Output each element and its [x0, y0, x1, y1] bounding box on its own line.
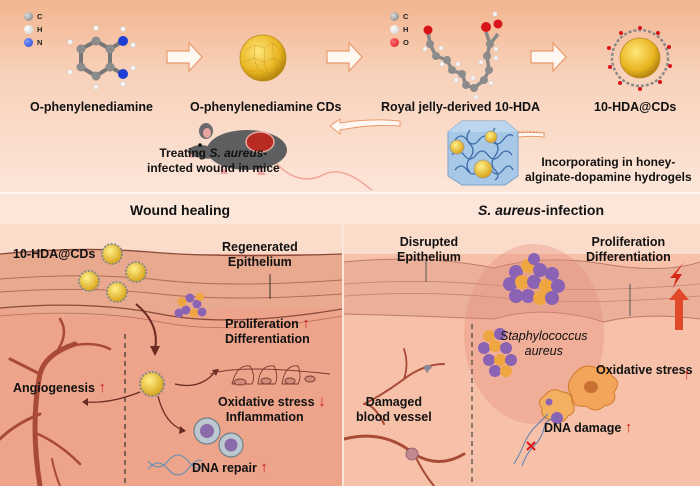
mouse-icon: [187, 123, 374, 190]
oxidative-stress-label: Oxidative stress ↓ Inflammation: [218, 393, 326, 424]
arrow-to-immune-cells-icon: [157, 395, 184, 431]
legend-item-hydrogen: H: [390, 23, 409, 36]
wound-healing-panel: 10-HDA@CDs Regenerated Epithelium Prolif…: [0, 224, 342, 486]
bacteria-cluster-icon: [174, 293, 207, 318]
carbon-atom-icon: [24, 12, 33, 21]
nitrogen-atom-icon: [24, 38, 33, 47]
infection-title: S. aureus-infection: [478, 202, 605, 218]
infection-panel: Disrupted Epithelium Proliferation Diffe…: [344, 224, 700, 486]
wound-healing-graphics: [0, 224, 342, 486]
synthesis-pipeline: C H N C H O O-phenylenediamine O-phenyle…: [0, 0, 700, 190]
blood-vessel-icon: [0, 317, 112, 486]
up-arrow-icon: ↑: [624, 419, 633, 436]
angiogenesis-label: Angiogenesis ↑: [13, 379, 106, 396]
dna-repair-label: DNA repair ↑: [192, 459, 268, 476]
o-phenylenediamine-molecule-icon: [67, 25, 136, 90]
bacteria-cluster-icon: [478, 328, 517, 377]
step-label-10-hda: Royal jelly-derived 10-HDA: [381, 100, 541, 114]
legend-item-carbon: C: [24, 10, 42, 23]
proliferation-label: Proliferation ↑ Differentiation: [225, 315, 310, 346]
right-arrow-icon: [166, 41, 203, 73]
legend-item-hydrogen: H: [24, 23, 42, 36]
10-hda-molecule-icon: [422, 11, 503, 100]
oxidative-stress-label: Oxidative stress: [596, 363, 693, 377]
cds-label: 10-HDA@CDs: [13, 247, 96, 261]
proliferation-differentiation-label: Proliferation Differentiation: [586, 235, 671, 264]
dna-damage-label: DNA damage ↑: [544, 419, 633, 436]
mechanism-panels: Wound healing S. aureus-infection: [0, 192, 700, 486]
up-arrow-icon: ↑: [98, 379, 106, 396]
legend-item-oxygen: O: [390, 36, 409, 49]
cd-particle-icon: [106, 281, 128, 303]
bacteria-cluster-icon: [503, 253, 565, 305]
damaged-cells-icon: [538, 365, 618, 424]
down-arrow-icon: [135, 303, 157, 350]
epithelial-cells-icon: [209, 365, 331, 386]
right-arrow-icon: [326, 41, 363, 73]
staphylococcus-label: Staphylococcus aureus: [500, 329, 588, 358]
10-hda-cds-particle-icon: [607, 26, 672, 91]
carbon-atom-icon: [390, 12, 399, 21]
step-label-cds: O-phenylenediamine CDs: [190, 100, 342, 114]
cd-particle-icon: [138, 370, 166, 398]
legend-item-carbon: C: [390, 10, 409, 23]
hydrogel-cube-icon: [447, 120, 519, 186]
hydrogen-atom-icon: [24, 25, 33, 34]
cd-particle-icon: [101, 243, 123, 265]
synthesis-graphics: [67, 11, 672, 190]
step-label-10-hda-cds: 10-HDA@CDs: [594, 100, 677, 114]
damaged-cell-fragment-icon: [424, 364, 432, 373]
blood-clot-icon: [405, 447, 419, 461]
legend-item-nitrogen: N: [24, 36, 42, 49]
immune-cells-icon: [193, 417, 244, 458]
element-legend-right: C H O: [390, 10, 409, 49]
up-arrow-icon: ↑: [260, 459, 268, 476]
regenerated-epithelium-label: Regenerated Epithelium: [222, 240, 298, 269]
wound-healing-title: Wound healing: [130, 202, 231, 218]
damaged-blood-vessel-label: Damaged blood vessel: [356, 395, 432, 424]
step-label-o-phenylenediamine: O-phenylenediamine: [30, 100, 153, 114]
cd-particle-icon: [125, 261, 147, 283]
right-arrow-icon: [530, 41, 567, 73]
mice-treatment-label: Treating S. aureus- infected wound in mi…: [147, 146, 280, 175]
carbon-dot-sphere-icon: [239, 34, 287, 82]
up-arrow-icon: ↑: [302, 315, 310, 332]
hydrogel-label: Incorporating in honey- alginate-dopamin…: [525, 155, 692, 184]
dna-icon: [513, 413, 559, 467]
down-arrow-icon: ↓: [318, 393, 326, 410]
arrow-to-angiogenesis-icon: [84, 391, 141, 403]
element-legend-left: C H N: [24, 10, 42, 49]
curved-arrow-head-icon: [329, 118, 401, 136]
lightning-icon: [670, 262, 684, 288]
infection-graphics: [344, 224, 700, 486]
upward-arrow-icon: [669, 288, 689, 330]
hydrogen-atom-icon: [390, 25, 399, 34]
oxygen-atom-icon: [390, 38, 399, 47]
oxidative-stress-up-arrow: ↑: [683, 367, 691, 383]
damage-x-icon: [526, 441, 536, 451]
arrow-to-proliferation-icon: [174, 371, 216, 387]
dna-icon: [147, 454, 203, 476]
disrupted-epithelium-label: Disrupted Epithelium: [397, 235, 461, 264]
up-arrow-icon: ↑: [683, 366, 691, 383]
cd-particle-icon: [78, 270, 100, 292]
